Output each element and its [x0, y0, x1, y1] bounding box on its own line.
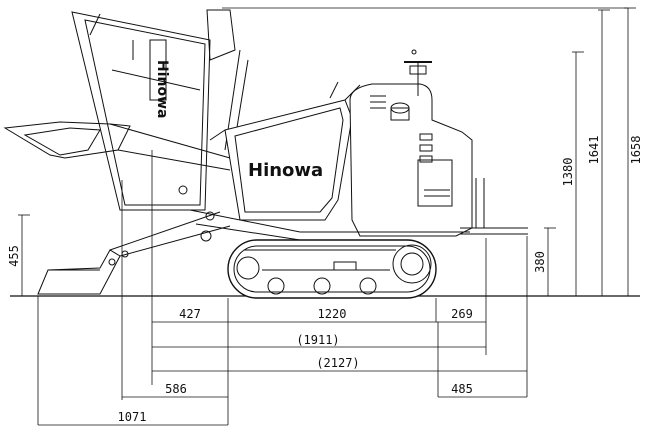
dim-height-455: 455 [7, 245, 21, 267]
dim-length-269: 269 [451, 307, 473, 321]
dim-length-2127: (2127) [316, 356, 359, 370]
dimension-lines [18, 7, 636, 426]
dim-height-380: 380 [533, 251, 547, 273]
engine-housing [349, 83, 473, 237]
machine-illustration [3, 9, 528, 299]
raised-hopper [71, 9, 236, 211]
dim-height-1641: 1641 [587, 136, 601, 165]
steering-handle [404, 49, 432, 96]
dim-length-586: 586 [165, 382, 187, 396]
brand-logo-dump-body: Hinowa [248, 160, 323, 181]
rear-platform [460, 178, 528, 235]
dim-height-1380: 1380 [561, 158, 575, 187]
chassis-links [178, 185, 470, 241]
dim-height-1658: 1658 [629, 136, 643, 165]
brand-logo-raised-hopper: Hinowa [154, 60, 170, 118]
dim-length-427: 427 [179, 307, 201, 321]
front-bucket [37, 211, 231, 295]
dim-length-1071: 1071 [118, 410, 147, 424]
track-assembly [200, 230, 437, 299]
dim-length-485: 485 [451, 382, 473, 396]
dim-length-1220: 1220 [318, 307, 347, 321]
dim-length-1911: (1911) [296, 333, 339, 347]
